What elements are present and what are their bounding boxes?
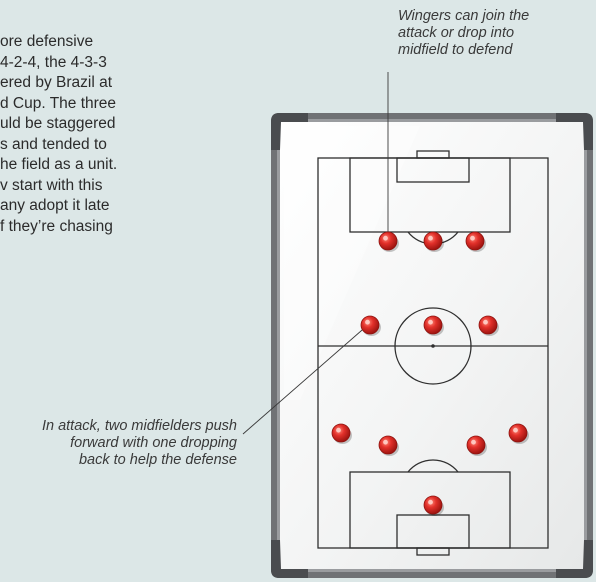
annotation-line: In attack, two midfielders push [42,418,237,435]
annotation-wingers: Wingers can join the attack or drop into… [398,8,529,59]
annotation-midfielders: In attack, two midfielders push forward … [42,418,237,469]
center-spot [431,344,435,348]
annotation-line: midfield to defend [398,42,529,59]
annotation-line: back to help the defense [42,452,237,469]
annotation-line: attack or drop into [398,25,529,42]
annotation-line: forward with one dropping [42,435,237,452]
annotation-line: Wingers can join the [398,8,529,25]
